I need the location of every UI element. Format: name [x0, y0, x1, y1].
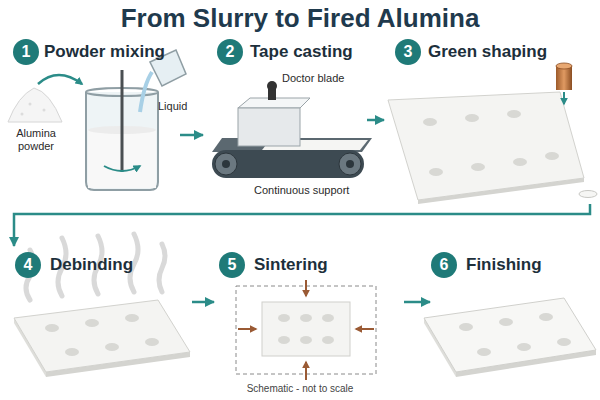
- sheet-hole: [557, 338, 571, 346]
- punched-hole: [513, 158, 527, 166]
- shrink-arrow: [305, 362, 307, 380]
- tape-caster-illustration: [212, 81, 372, 178]
- sheet-hole: [65, 348, 79, 356]
- sheet-hole: [517, 343, 531, 351]
- sintering-illustration: [236, 280, 376, 380]
- step-number: 3: [395, 39, 421, 65]
- shrink-arrow: [356, 328, 374, 330]
- punch-tool: [556, 66, 572, 90]
- sheet-hole: [278, 314, 290, 322]
- green-sheet: [388, 92, 584, 200]
- powder-grain: [29, 103, 32, 106]
- process-step: 3 Green shaping: [384, 38, 596, 204]
- sheet-hole: [145, 338, 159, 346]
- part-label: Continuous support: [254, 184, 349, 197]
- process-step: 5 Sintering: [214, 246, 404, 386]
- stir-swirl: [104, 166, 140, 171]
- step-number: 2: [217, 39, 243, 65]
- diagram-title: From Slurry to Fired Alumina: [0, 3, 600, 33]
- sheet-hole: [300, 314, 312, 322]
- roller: [339, 153, 361, 175]
- step-heading: Tape casting: [250, 42, 353, 62]
- sheet-hole: [85, 319, 99, 327]
- step-heading: Sintering: [254, 255, 328, 275]
- flow-arrow: [14, 204, 590, 246]
- transfer-arrow: [38, 75, 82, 84]
- flow-arrow: [367, 119, 384, 122]
- punch-arrow: [563, 92, 565, 104]
- sheet-hole: [105, 343, 119, 351]
- powder-pile: [8, 88, 62, 122]
- roller-hub: [222, 160, 230, 168]
- punched-hole: [465, 114, 479, 122]
- liquid-stream: [140, 72, 152, 112]
- punched-hole: [507, 110, 521, 118]
- process-step: 1Powder mixing: [6, 38, 180, 200]
- fume: [159, 244, 165, 292]
- flow-arrow: [180, 134, 203, 137]
- flow-arrow: [404, 301, 430, 304]
- sheet-hole: [322, 336, 334, 344]
- step-number: 4: [15, 252, 41, 278]
- punched-hole: [471, 163, 485, 171]
- shrink-arrow: [305, 280, 307, 296]
- sheet-hole: [477, 348, 491, 356]
- roller-hub: [346, 160, 354, 168]
- punching-illustration: [388, 63, 597, 204]
- punched-hole: [429, 168, 443, 176]
- process-step: 6 Finishing: [430, 246, 596, 386]
- debinding-illustration: [14, 234, 190, 377]
- process-step: 2 Tape casting: [203, 38, 367, 204]
- sheet-hole: [125, 314, 139, 322]
- roller: [215, 153, 237, 175]
- punched-hole: [423, 118, 437, 126]
- step-number: 5: [219, 252, 245, 278]
- punch-top: [556, 63, 572, 69]
- stirrer-rod: [121, 70, 124, 172]
- doctor-blade-knob: [267, 81, 277, 91]
- sheet-hole: [278, 336, 290, 344]
- belt: [212, 150, 364, 178]
- finishing-illustration: [424, 298, 596, 377]
- flow-arrow: [192, 301, 214, 304]
- sheet-hole: [45, 324, 59, 332]
- step-number: 6: [431, 252, 457, 278]
- sheet-hole: [499, 318, 513, 326]
- sheet-hole: [539, 313, 553, 321]
- punched-disc: [579, 191, 597, 198]
- step-heading: Powder mixing: [44, 42, 165, 62]
- step-number: 1: [13, 39, 39, 65]
- debinding-sheet: [14, 300, 190, 372]
- shrink-arrow: [238, 328, 256, 330]
- part-label: Liquid: [158, 100, 187, 113]
- powder-grain: [21, 113, 24, 116]
- finished-part: [424, 298, 596, 372]
- original-size-outline: [236, 286, 376, 374]
- slurry-hopper: [238, 108, 300, 146]
- process-step: 4 Debinding: [6, 246, 192, 386]
- step-heading: Finishing: [466, 255, 542, 275]
- sintered-sheet: [262, 302, 350, 356]
- punched-hole: [545, 152, 559, 160]
- step-heading: Debinding: [50, 255, 133, 275]
- sheet-hole: [322, 314, 334, 322]
- powder-grain: [43, 109, 46, 112]
- caption-note: Schematic - not to scale: [0, 383, 600, 394]
- part-label: Doctor blade: [282, 72, 344, 85]
- step-heading: Green shaping: [428, 42, 547, 62]
- sheet-hole: [459, 323, 473, 331]
- part-label: Alumina powder: [10, 127, 62, 153]
- mixing-illustration: [8, 50, 186, 190]
- sheet-hole: [300, 336, 312, 344]
